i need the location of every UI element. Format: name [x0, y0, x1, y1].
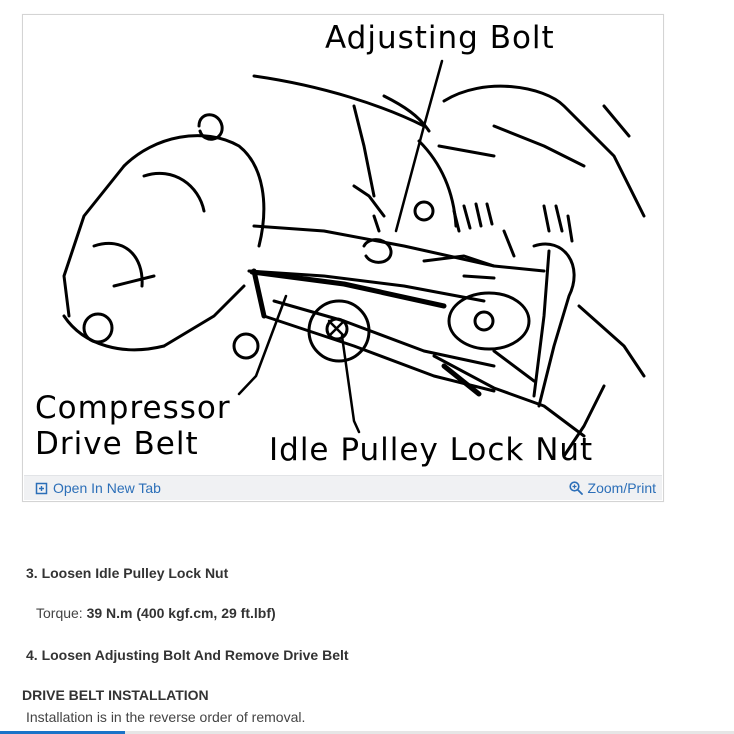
zoom-print-label: Zoom/Print [587, 480, 656, 496]
step-4-heading: 4. Loosen Adjusting Bolt And Remove Driv… [26, 647, 349, 663]
torque-value: 39 N.m (400 kgf.cm, 29 ft.lbf) [86, 605, 276, 621]
callout-idle-pulley-lock-nut: Idle Pulley Lock Nut [269, 432, 594, 468]
installation-text: Installation is in the reverse order of … [26, 709, 306, 725]
open-new-tab-icon [34, 481, 48, 495]
torque-label: Torque: [36, 605, 87, 621]
figure-toolbar: Open In New Tab Zoom/Print [24, 475, 662, 500]
step-3-heading: 3. Loosen Idle Pulley Lock Nut [26, 565, 229, 581]
belt-diagram-illustration[interactable] [24, 16, 662, 476]
diagram-figure: Adjusting Bolt Compressor Drive Belt Idl… [22, 14, 664, 502]
belt-diagram-drawing [62, 59, 646, 458]
callout-adjusting-bolt: Adjusting Bolt [325, 20, 555, 56]
open-in-new-tab-link[interactable]: Open In New Tab [34, 480, 161, 496]
callout-compressor-drive-belt: Compressor Drive Belt [35, 390, 231, 462]
open-in-new-tab-label: Open In New Tab [53, 480, 161, 496]
scroll-progress-bar [0, 731, 734, 734]
scroll-progress-fill [0, 731, 125, 734]
installation-heading: DRIVE BELT INSTALLATION [22, 687, 209, 703]
zoom-icon [568, 481, 583, 495]
zoom-print-link[interactable]: Zoom/Print [568, 480, 656, 496]
torque-spec: Torque: 39 N.m (400 kgf.cm, 29 ft.lbf) [36, 605, 276, 621]
